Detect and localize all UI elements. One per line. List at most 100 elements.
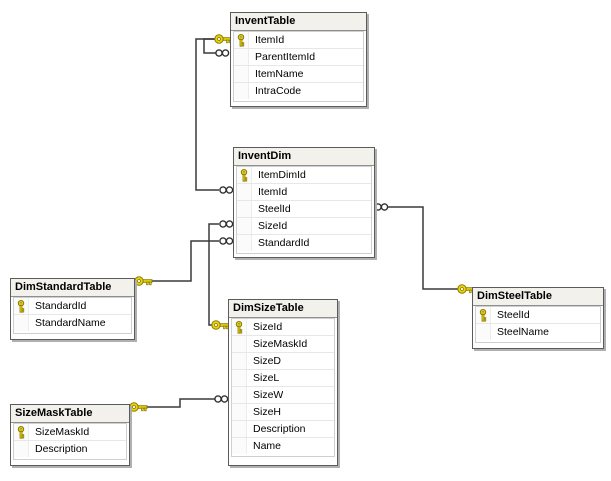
row-icon-cell xyxy=(237,218,252,234)
many-side-infinity-icon xyxy=(219,186,234,194)
field-name: SteelName xyxy=(497,326,549,338)
field-name: StandardId xyxy=(258,237,310,249)
relationship-line-inventtable-self[interactable] xyxy=(203,38,216,54)
field-row[interactable]: ItemName xyxy=(234,66,363,83)
field-name: IntraCode xyxy=(255,85,302,97)
row-icon-cell xyxy=(232,421,247,437)
field-name: SizeId xyxy=(253,321,283,333)
row-icon-cell xyxy=(476,324,491,340)
row-icon-cell xyxy=(237,184,252,200)
field-name: SteelId xyxy=(497,309,530,321)
table-sizemasktable[interactable]: SizeMaskTable SizeMaskId Description xyxy=(10,404,130,466)
row-icon-cell xyxy=(232,336,247,352)
many-side-infinity-icon xyxy=(374,203,389,211)
field-name: ItemId xyxy=(258,186,288,198)
table-title[interactable]: InventDim xyxy=(234,148,374,166)
field-name: StandardName xyxy=(35,317,106,329)
row-icon-cell xyxy=(232,438,247,454)
relationship-line-dimsteeltable-inventdim[interactable] xyxy=(388,206,459,290)
relationship-line-dimstandardtable-inventdim[interactable] xyxy=(151,240,219,282)
field-row[interactable]: Description xyxy=(14,441,126,457)
field-name: Description xyxy=(35,443,88,455)
field-row[interactable]: Description xyxy=(232,421,334,438)
field-row[interactable]: ItemDimId xyxy=(237,167,371,184)
fields-grid: SteelId SteelName xyxy=(475,306,601,343)
primary-key-icon xyxy=(232,319,247,335)
row-icon-cell xyxy=(232,404,247,420)
field-row[interactable]: SizeId xyxy=(232,319,334,336)
one-side-key-icon xyxy=(211,320,230,330)
field-row[interactable]: SizeL xyxy=(232,370,334,387)
field-name: SteelId xyxy=(258,203,291,215)
field-row[interactable]: IntraCode xyxy=(234,83,363,99)
row-icon-cell xyxy=(232,353,247,369)
one-side-key-icon xyxy=(134,276,153,286)
table-title[interactable]: SizeMaskTable xyxy=(11,405,129,423)
table-title[interactable]: DimStandardTable xyxy=(11,279,134,297)
field-name: SizeId xyxy=(258,220,288,232)
field-row[interactable]: StandardId xyxy=(14,298,131,315)
relationship-line-sizemasktable-dimsizetable[interactable] xyxy=(146,398,215,408)
primary-key-icon xyxy=(14,298,29,314)
fields-grid: ItemDimId ItemId SteelId SizeId Standard… xyxy=(236,166,372,254)
field-row[interactable]: ParentItemId xyxy=(234,49,363,66)
field-name: ItemName xyxy=(255,68,304,80)
row-icon-cell xyxy=(234,66,249,82)
fields-grid: SizeMaskId Description xyxy=(13,423,127,460)
fields-grid: SizeId SizeMaskId SizeD SizeL SizeW Size… xyxy=(231,318,335,457)
field-row[interactable]: SizeH xyxy=(232,404,334,421)
field-row[interactable]: SizeMaskId xyxy=(14,424,126,441)
primary-key-icon xyxy=(476,307,491,323)
fields-grid: StandardId StandardName xyxy=(13,297,132,334)
relationship-line-dimsizetable-inventdim[interactable] xyxy=(208,223,219,326)
field-row[interactable]: SteelId xyxy=(237,201,371,218)
field-row[interactable]: Name xyxy=(232,438,334,454)
field-row[interactable]: SizeD xyxy=(232,353,334,370)
field-row[interactable]: ItemId xyxy=(237,184,371,201)
one-side-key-icon xyxy=(129,402,148,412)
table-title[interactable]: DimSteelTable xyxy=(473,288,603,306)
table-inventdim[interactable]: InventDim ItemDimId ItemId SteelId SizeI… xyxy=(233,147,375,258)
row-icon-cell xyxy=(14,441,29,457)
field-row[interactable]: ItemId xyxy=(234,32,363,49)
field-name: SizeW xyxy=(253,389,284,401)
many-side-infinity-icon xyxy=(215,49,230,57)
row-icon-cell xyxy=(232,387,247,403)
table-title[interactable]: InventTable xyxy=(231,13,366,31)
row-icon-cell xyxy=(237,235,252,251)
field-name: Description xyxy=(253,423,306,435)
row-icon-cell xyxy=(237,201,252,217)
field-name: ParentItemId xyxy=(255,51,316,63)
field-name: SizeH xyxy=(253,406,282,418)
row-icon-cell xyxy=(234,49,249,65)
field-name: SizeL xyxy=(253,372,280,384)
field-name: StandardId xyxy=(35,300,87,312)
field-row[interactable]: SizeMaskId xyxy=(232,336,334,353)
many-side-infinity-icon xyxy=(214,395,229,403)
table-inventtable[interactable]: InventTable ItemId ParentItemId ItemName… xyxy=(230,12,367,107)
table-dimsteeltable[interactable]: DimSteelTable SteelId SteelName xyxy=(472,287,604,349)
field-row[interactable]: SizeId xyxy=(237,218,371,235)
field-row[interactable]: StandardName xyxy=(14,315,131,331)
field-row[interactable]: SizeW xyxy=(232,387,334,404)
field-row[interactable]: SteelId xyxy=(476,307,600,324)
primary-key-icon xyxy=(237,167,252,183)
table-dimsizetable[interactable]: DimSizeTable SizeId SizeMaskId SizeD Siz… xyxy=(228,299,338,466)
field-name: SizeD xyxy=(253,355,282,367)
primary-key-icon xyxy=(234,32,249,48)
field-name: SizeMaskId xyxy=(253,338,308,350)
relationship-line-inventtable-inventdim[interactable] xyxy=(195,38,219,191)
table-dimstandardtable[interactable]: DimStandardTable StandardId StandardName xyxy=(10,278,135,340)
field-row[interactable]: SteelName xyxy=(476,324,600,340)
row-icon-cell xyxy=(14,315,29,331)
fields-grid: ItemId ParentItemId ItemName IntraCode xyxy=(233,31,364,102)
field-row[interactable]: StandardId xyxy=(237,235,371,251)
row-icon-cell xyxy=(232,370,247,386)
field-name: Name xyxy=(253,440,282,452)
table-title[interactable]: DimSizeTable xyxy=(229,300,337,318)
many-side-infinity-icon xyxy=(219,237,234,245)
primary-key-icon xyxy=(14,424,29,440)
field-name: SizeMaskId xyxy=(35,426,90,438)
